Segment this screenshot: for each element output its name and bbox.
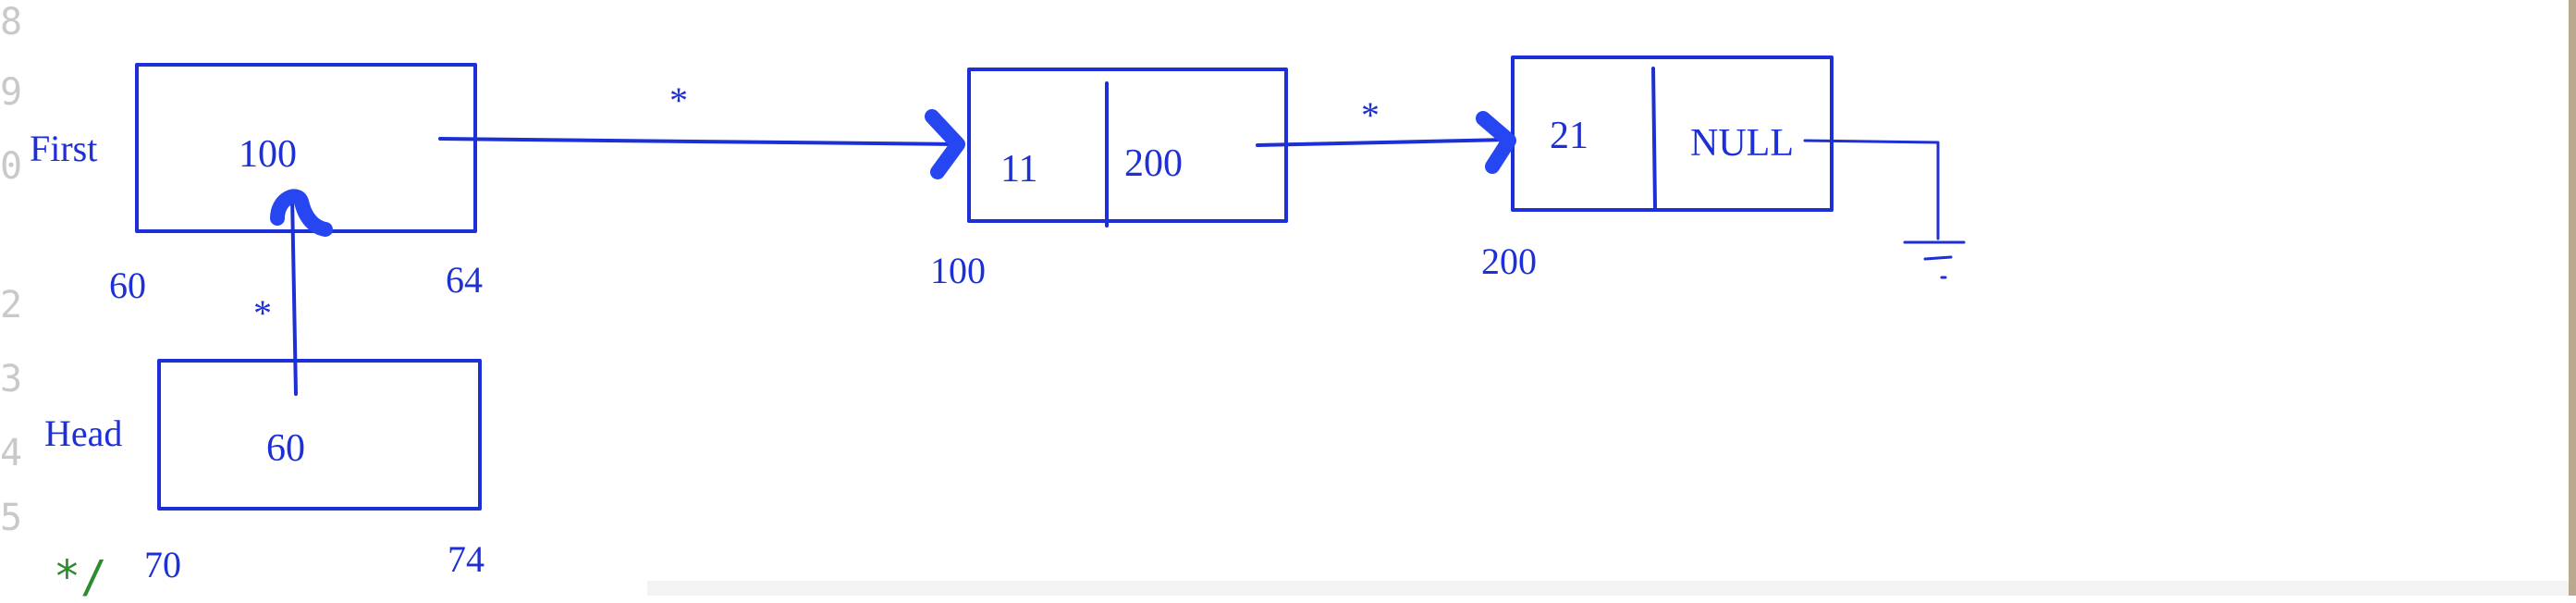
editor-bottom-strip xyxy=(647,581,2569,596)
arrow-node-1-to-node-2 xyxy=(1256,138,1509,147)
null-connector xyxy=(1803,139,1940,240)
first-address-start: 60 xyxy=(109,265,146,306)
arrow-first-to-node-1 xyxy=(438,137,960,146)
arrow-head-to-first xyxy=(290,194,298,396)
node-2-data: 21 xyxy=(1550,115,1589,157)
node-2-next: NULL xyxy=(1690,122,1794,165)
head-pointer-box xyxy=(157,359,482,511)
head-address-start: 70 xyxy=(144,544,181,585)
head-label: Head xyxy=(44,412,122,454)
first-value: 100 xyxy=(239,133,297,176)
window-edge xyxy=(2569,0,2576,596)
node-2-address: 200 xyxy=(1481,240,1537,282)
node-2-divider xyxy=(1651,67,1657,209)
node-1-data: 11 xyxy=(1000,148,1037,191)
head-address-end: 74 xyxy=(448,538,485,580)
arrowhead-node-1 xyxy=(925,109,965,179)
first-label: First xyxy=(30,128,97,169)
node-1-next: 200 xyxy=(1124,142,1183,185)
head-value: 60 xyxy=(266,427,305,470)
code-comment-close: */ xyxy=(54,551,107,603)
arrowhead-node-2 xyxy=(1476,111,1516,174)
pointer-mark: * xyxy=(253,292,272,334)
pointer-mark: * xyxy=(669,80,688,121)
first-pointer-box xyxy=(135,63,477,233)
arrowhead-first xyxy=(270,189,333,237)
node-1-address: 100 xyxy=(930,250,986,291)
ground-line-2 xyxy=(1923,255,1953,261)
node-2-box xyxy=(1511,55,1834,212)
first-address-end: 64 xyxy=(446,259,483,301)
pointer-mark: * xyxy=(1361,94,1380,136)
